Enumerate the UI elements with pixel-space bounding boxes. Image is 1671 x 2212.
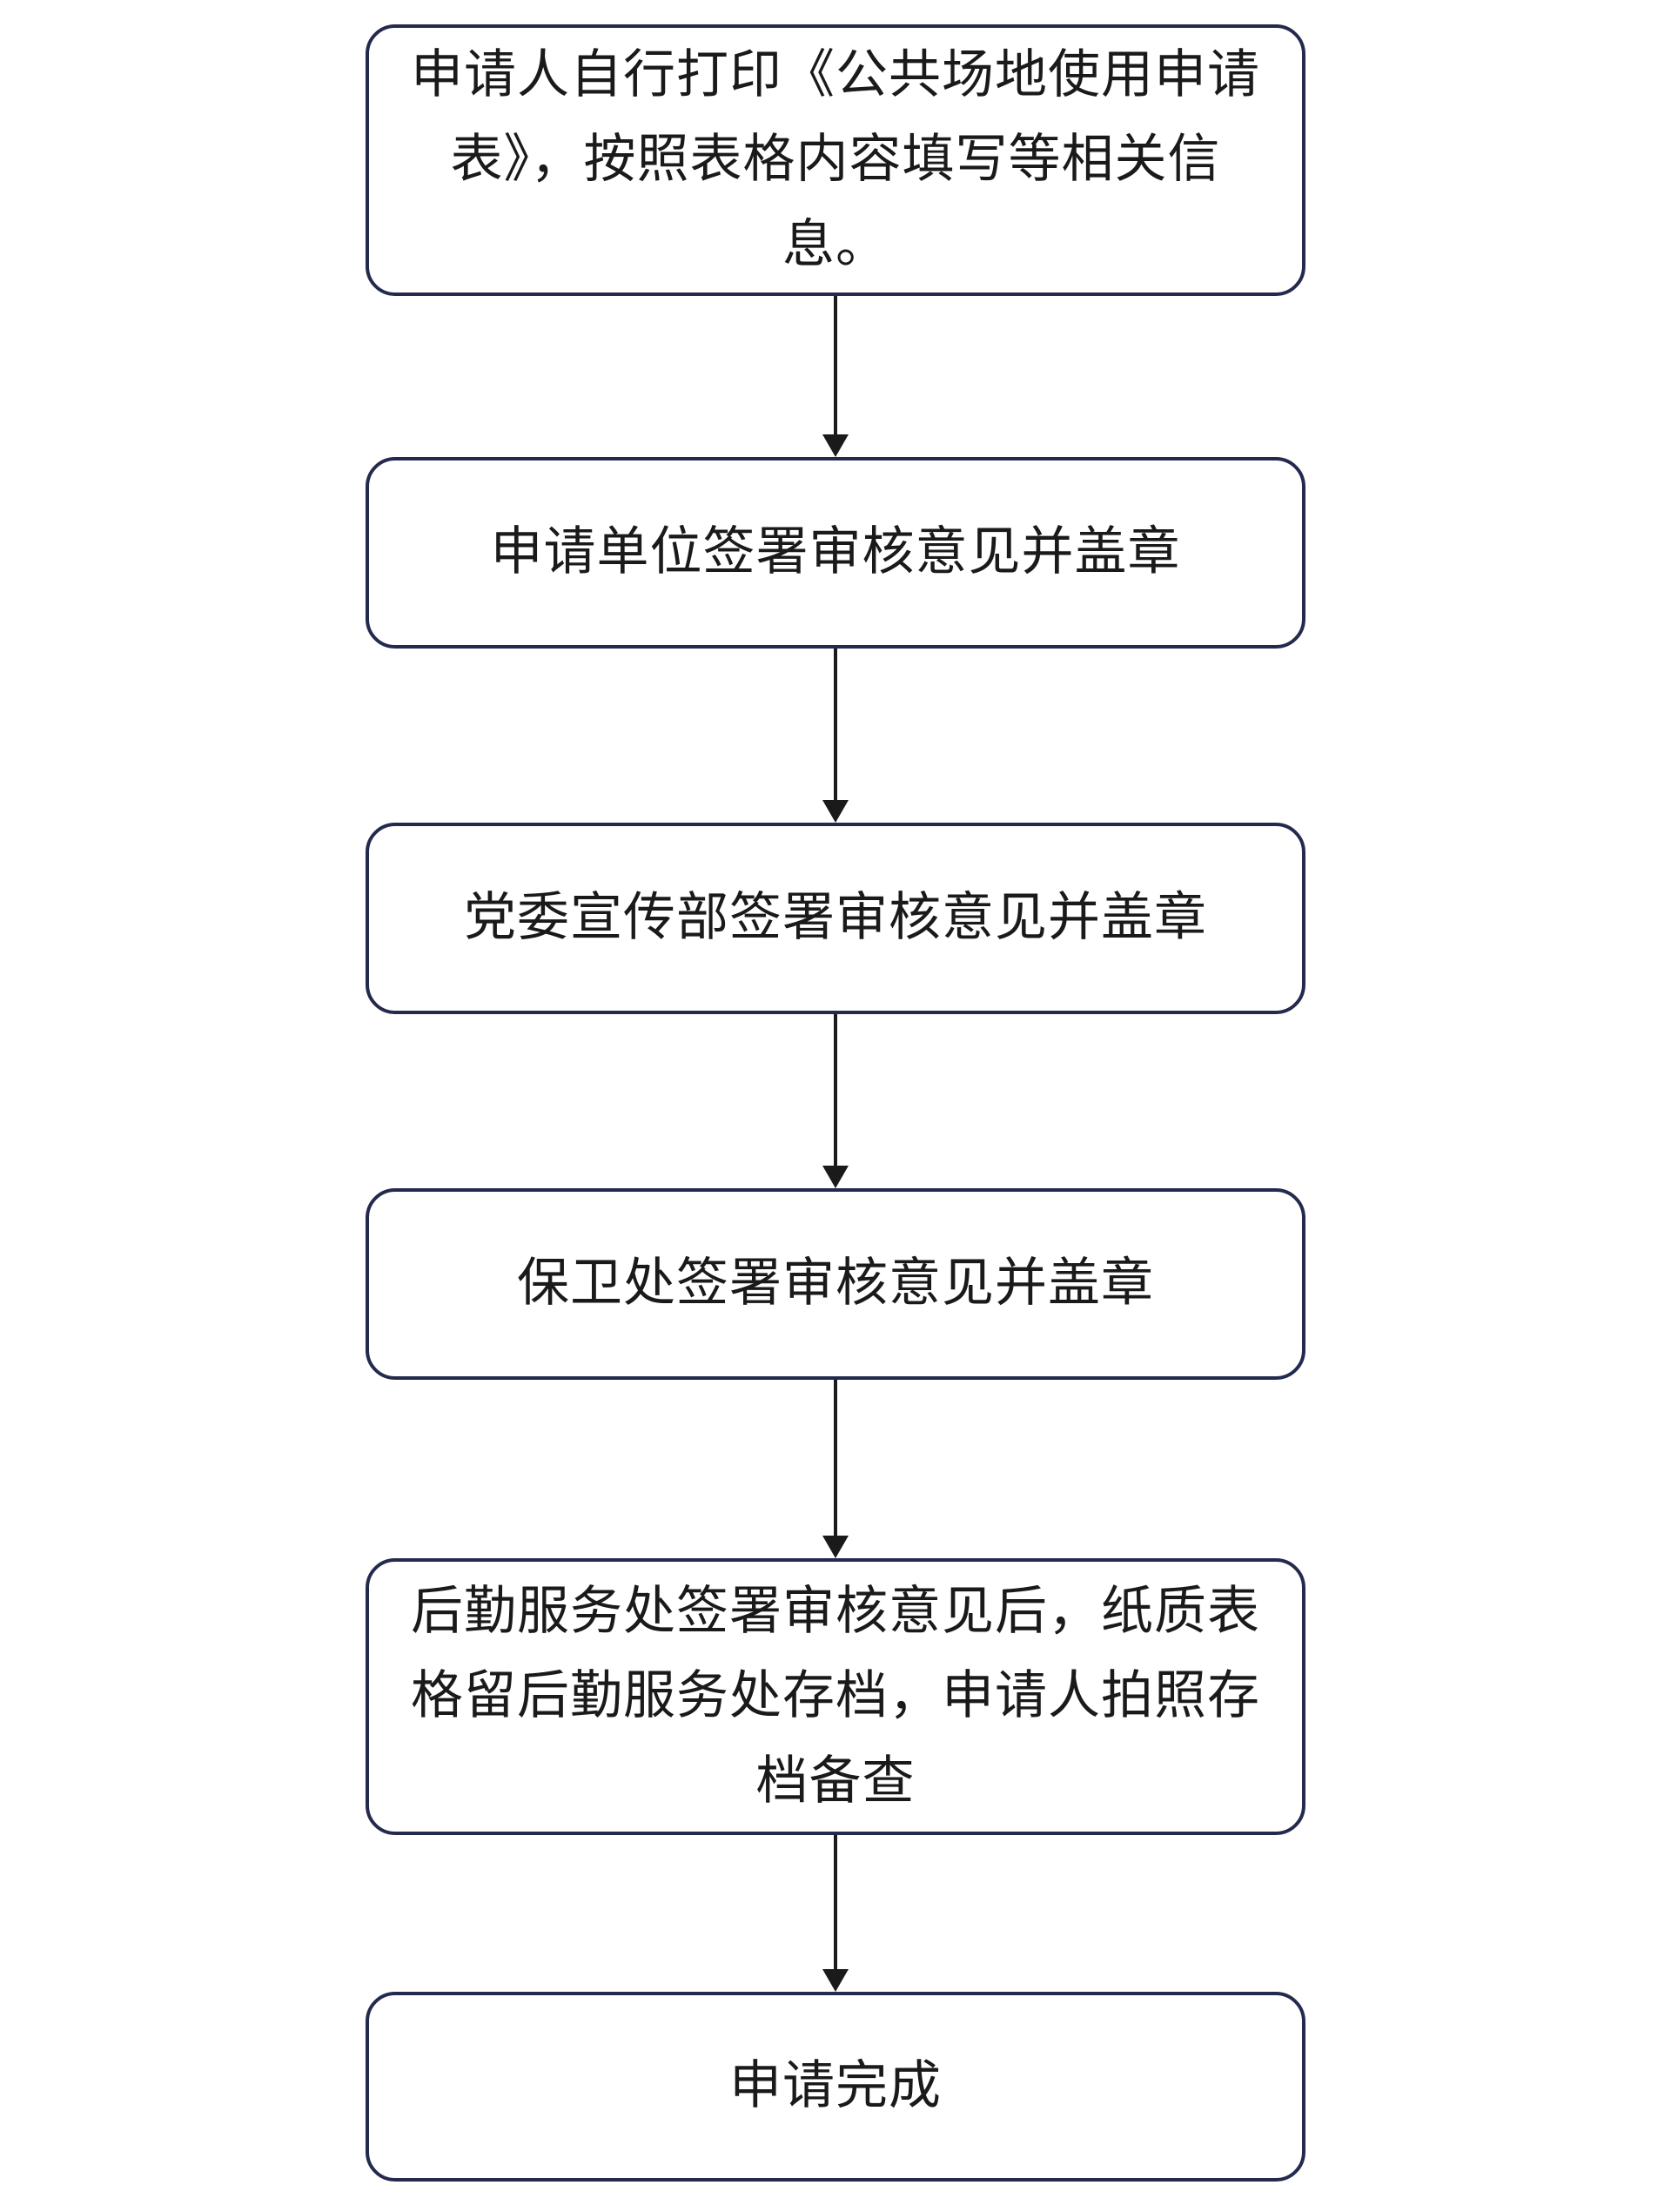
flow-step-label: 申请单位签署审核意见并盖章 [490, 521, 1181, 583]
flow-step-label: 党委宣传部签署审核意见并盖章 [464, 887, 1207, 949]
arrow-down-connector [822, 1014, 849, 1188]
arrow-shaft [834, 1835, 837, 1973]
arrow-down-connector [822, 1380, 849, 1558]
arrowhead-icon [822, 800, 849, 823]
flow-step-label: 后勤服务处签署审核意见后，纸质表格留后勤服务处存档，申请人拍照存档备查 [411, 1581, 1260, 1812]
flow-step-print-form: 申请人自行打印《公共场地使用申请表》，按照表格内容填写等相关信息。 [366, 24, 1305, 296]
flow-step-security-review: 保卫处签署审核意见并盖章 [366, 1188, 1305, 1380]
arrowhead-icon [822, 1166, 849, 1188]
arrowhead-icon [822, 434, 849, 457]
flow-step-label: 保卫处签署审核意见并盖章 [517, 1253, 1154, 1314]
arrow-shaft [834, 649, 837, 803]
arrow-down-connector [822, 296, 849, 457]
flow-step-propaganda-review: 党委宣传部签署审核意见并盖章 [366, 823, 1305, 1014]
flow-step-logistics-archive: 后勤服务处签署审核意见后，纸质表格留后勤服务处存档，申请人拍照存档备查 [366, 1558, 1305, 1835]
flow-step-complete: 申请完成 [366, 1992, 1305, 2182]
arrow-down-connector [822, 1835, 849, 1992]
flow-step-label: 申请完成 [729, 2055, 942, 2117]
arrowhead-icon [822, 1969, 849, 1992]
flow-step-unit-review: 申请单位签署审核意见并盖章 [366, 457, 1305, 649]
flow-step-label: 申请人自行打印《公共场地使用申请表》，按照表格内容填写等相关信息。 [411, 44, 1260, 275]
arrow-shaft [834, 296, 837, 438]
arrow-shaft [834, 1380, 837, 1539]
arrow-shaft [834, 1014, 837, 1169]
arrow-down-connector [822, 649, 849, 823]
arrowhead-icon [822, 1536, 849, 1558]
